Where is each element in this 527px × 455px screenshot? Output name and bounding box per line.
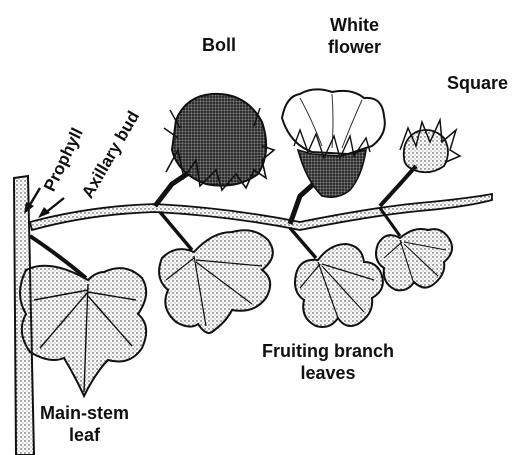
fruiting-branch-leaves-label: Fruiting branch leaves: [262, 340, 394, 384]
fruiting-leaf-2: [295, 244, 383, 327]
fruit-leaf-petiole-1: [160, 212, 192, 250]
boll-label: Boll: [202, 34, 236, 56]
main-stem-leaf-line1: Main-stem: [40, 402, 129, 424]
fruiting-branch-leaves-line1: Fruiting branch: [262, 340, 394, 362]
white-flower-label-line1: White: [328, 14, 381, 36]
fruiting-branch-leaves-line2: leaves: [262, 362, 394, 384]
main-stem-leaf-label: Main-stem leaf: [40, 402, 129, 446]
square-stalk: [380, 166, 416, 206]
fruiting-leaf-1: [159, 230, 273, 333]
white-flower-label: White flower: [328, 14, 381, 58]
white-flower-label-line2: flower: [328, 36, 381, 58]
white-flower: [282, 89, 385, 197]
fruiting-branch: [30, 194, 492, 230]
square-bud: [400, 120, 460, 172]
main-stem-leaf-line2: leaf: [40, 424, 129, 446]
square-label: Square: [447, 72, 508, 94]
fruiting-leaf-3: [376, 229, 452, 290]
main-stem-leaf: [20, 266, 146, 396]
fruit-leaf-petiole-2: [290, 228, 316, 258]
